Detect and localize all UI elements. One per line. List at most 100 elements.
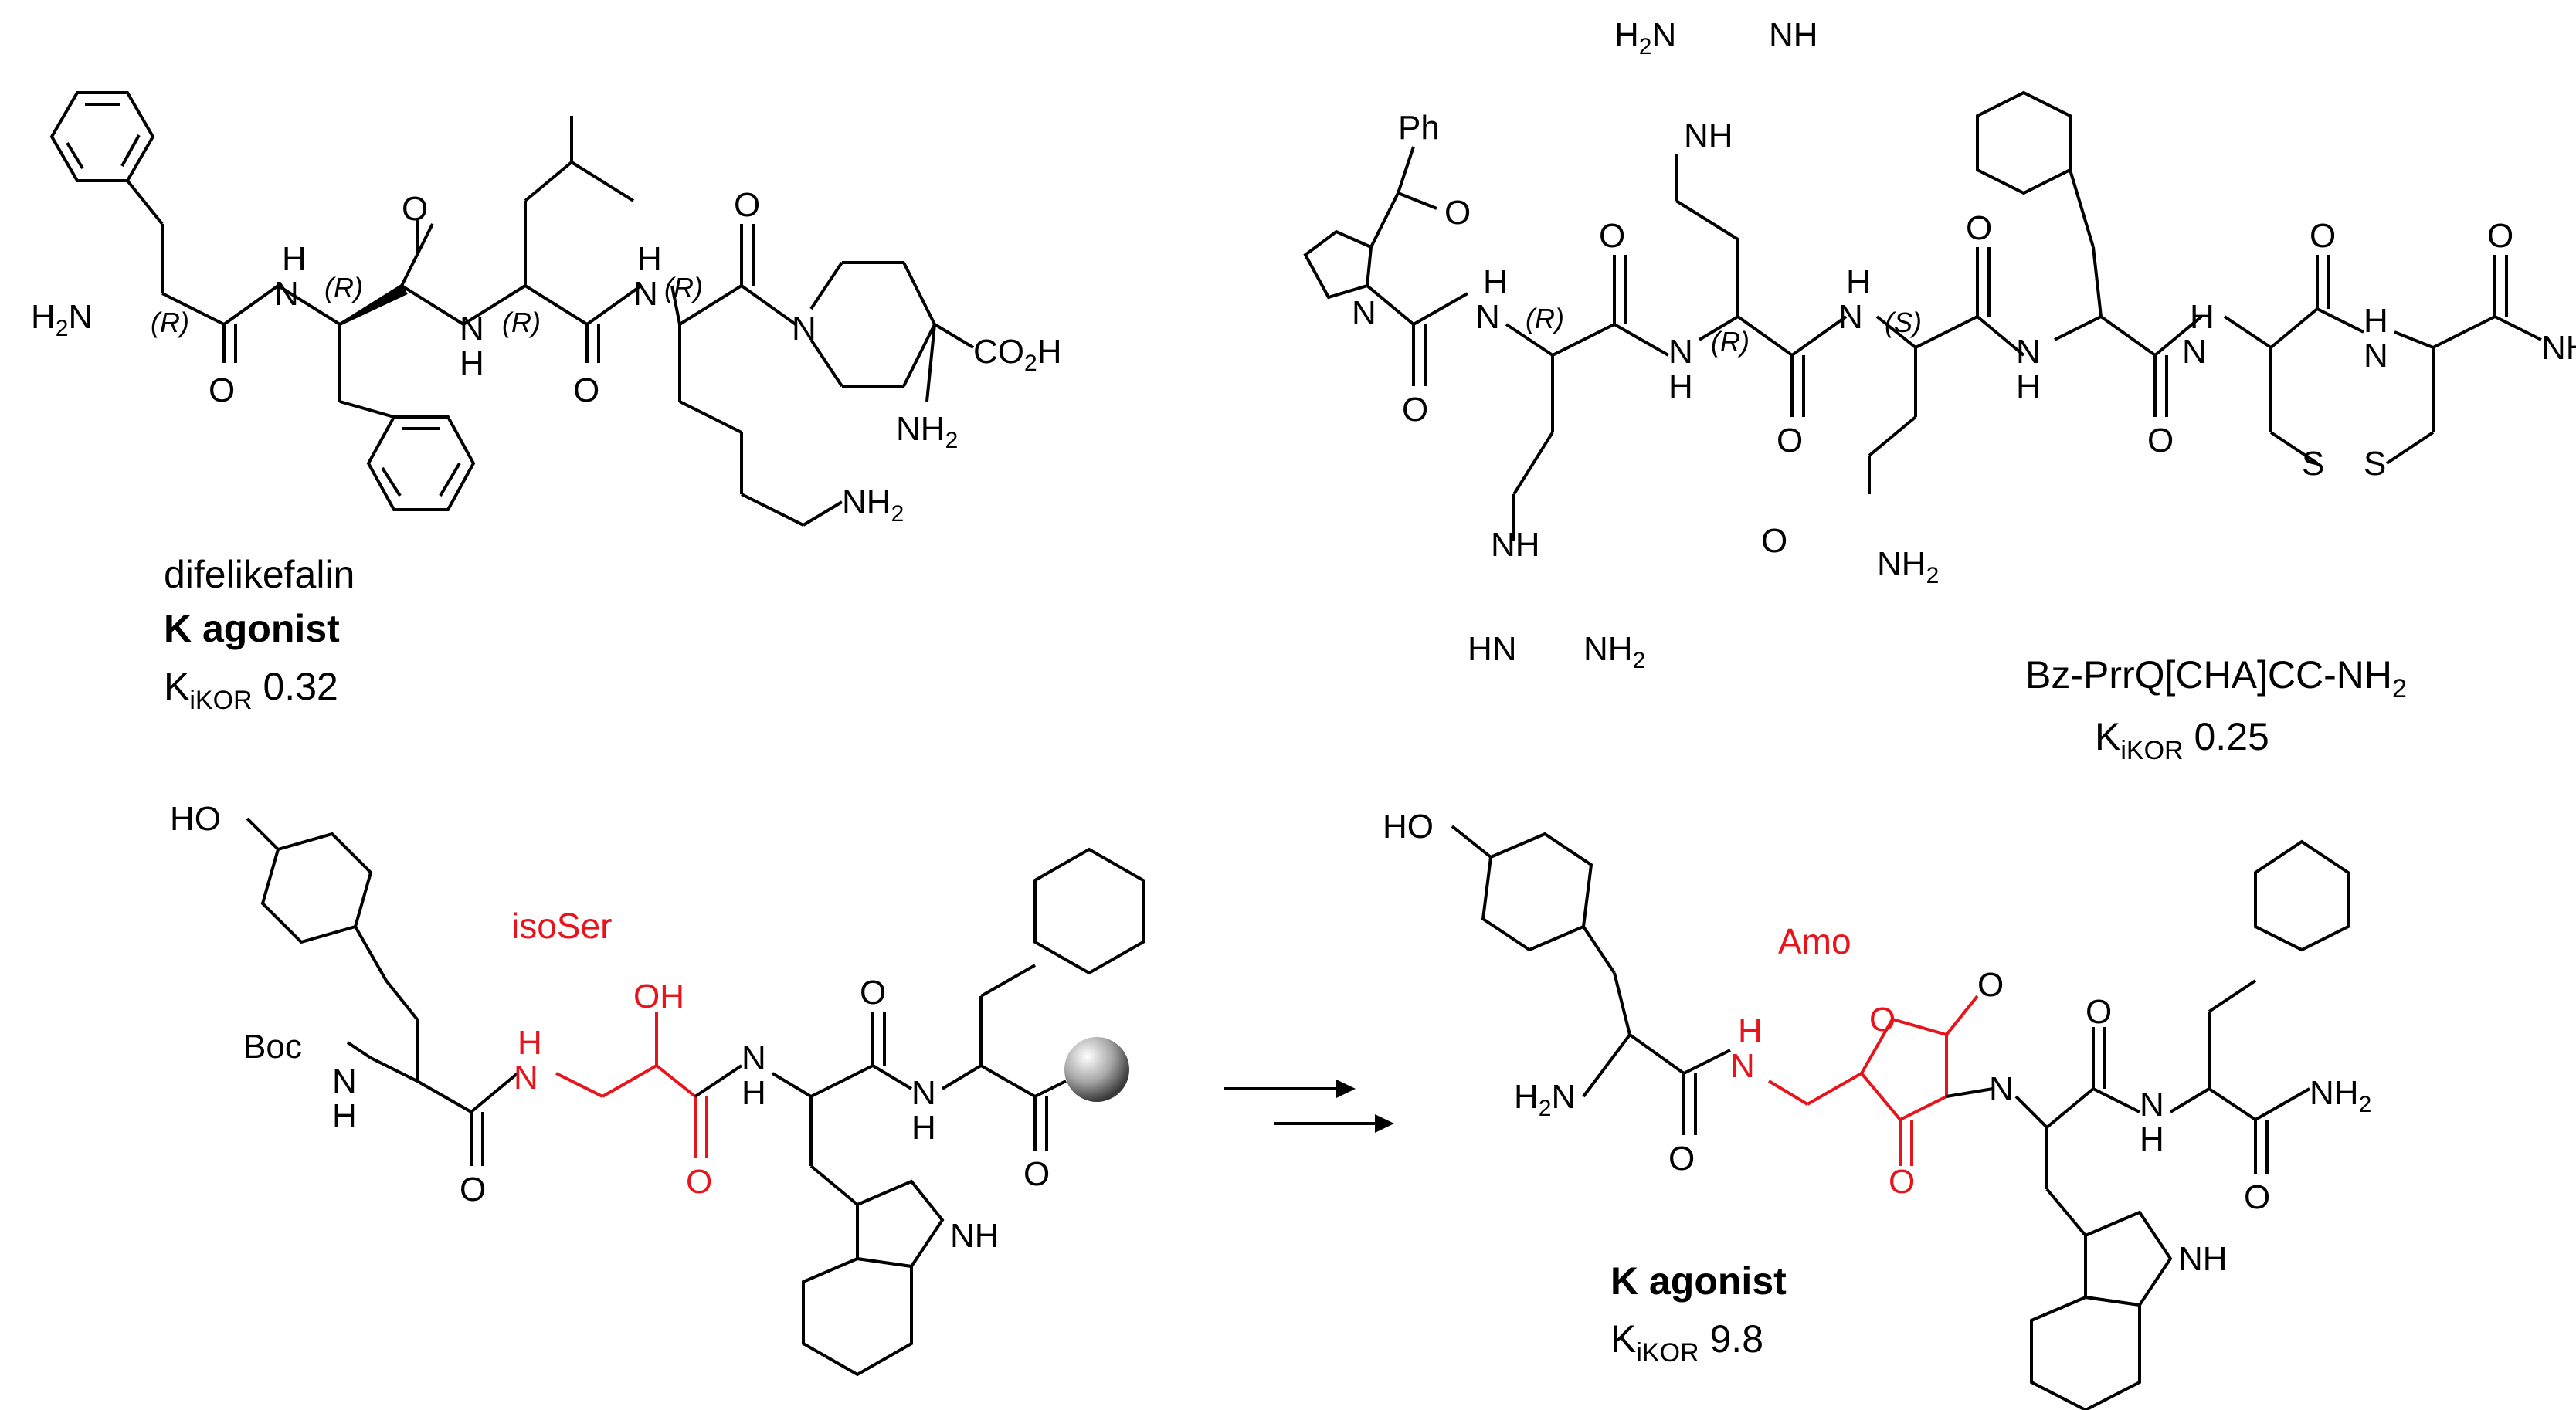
- svg-text:N: N: [2140, 1086, 2164, 1124]
- svg-text:(R): (R): [1711, 326, 1750, 358]
- svg-text:N: N: [274, 275, 299, 313]
- difelikefalin-structure: [49, 91, 975, 527]
- svg-text:O: O: [1668, 1140, 1695, 1178]
- svg-text:NH: NH: [950, 1217, 1000, 1255]
- svg-text:N: N: [332, 1063, 357, 1100]
- svg-text:H: H: [1846, 263, 1871, 301]
- difelikefalin-ki: KiKOR 0.32: [164, 664, 338, 716]
- svg-text:H2N: H2N: [1514, 1078, 1576, 1121]
- difelikefalin-atom-labels: H2N (R) O H N (R) O N H (R) O H N (R) O …: [31, 186, 1061, 527]
- svg-text:S: S: [2302, 445, 2324, 483]
- amo-label: Amo: [1778, 921, 1851, 961]
- svg-text:(R): (R): [664, 272, 703, 303]
- isoser-label: isoSer: [511, 906, 613, 946]
- ki-prefix: K: [1610, 1317, 1637, 1361]
- svg-text:H: H: [282, 240, 307, 278]
- svg-text:O: O: [734, 186, 760, 224]
- svg-text:H: H: [1483, 263, 1508, 301]
- difelikefalin-name: difelikefalin: [164, 553, 355, 596]
- svg-text:O: O: [460, 1171, 486, 1208]
- svg-text:O: O: [2086, 993, 2112, 1031]
- svg-text:H: H: [2364, 302, 2388, 340]
- svg-text:NH2: NH2: [1877, 545, 1939, 588]
- svg-text:O: O: [2487, 217, 2513, 255]
- resin-bead: [1064, 1037, 1129, 1102]
- svg-text:N: N: [911, 1074, 936, 1112]
- svg-text:Boc: Boc: [243, 1028, 302, 1066]
- precursor-atom-labels: HO Boc N H O H N OH O N H O N H O NH: [170, 800, 1050, 1255]
- svg-text:Ph: Ph: [1398, 109, 1440, 147]
- svg-text:H: H: [911, 1109, 936, 1147]
- svg-text:(R): (R): [502, 307, 541, 338]
- svg-text:N: N: [1730, 1047, 1755, 1085]
- bz-peptide-name-text: Bz-PrrQ[CHA]CC-NH: [2025, 653, 2392, 697]
- svg-text:N: N: [1352, 294, 1376, 332]
- svg-text:NH2: NH2: [842, 483, 904, 527]
- svg-text:O: O: [1023, 1155, 1050, 1193]
- ki-prefix: K: [2095, 715, 2121, 758]
- svg-text:H2N: H2N: [31, 298, 93, 341]
- svg-text:NH: NH: [1491, 526, 1540, 564]
- ki-value: 0.25: [2194, 715, 2269, 758]
- svg-text:O: O: [209, 371, 235, 409]
- svg-text:(R): (R): [1526, 303, 1564, 334]
- svg-text:O: O: [2244, 1178, 2270, 1216]
- svg-text:N: N: [1668, 333, 1693, 371]
- svg-text:H: H: [1738, 1012, 1763, 1050]
- svg-text:O: O: [1889, 1163, 1915, 1201]
- svg-text:NH2: NH2: [2310, 1074, 2371, 1117]
- svg-text:N: N: [2016, 333, 2041, 371]
- svg-text:H: H: [2190, 298, 2215, 336]
- svg-text:N: N: [460, 310, 484, 347]
- ki-value: 0.32: [263, 665, 338, 708]
- svg-text:NH: NH: [1769, 16, 1818, 54]
- precursor-structure: [246, 817, 1145, 1377]
- svg-text:N: N: [2364, 337, 2388, 375]
- svg-text:O: O: [1869, 1001, 1896, 1039]
- svg-text:O: O: [1966, 209, 1992, 247]
- svg-text:N: N: [1838, 298, 1863, 336]
- svg-text:N: N: [742, 1039, 766, 1077]
- svg-text:O: O: [1777, 422, 1803, 459]
- ki-subscript: iKOR: [1636, 1338, 1699, 1368]
- svg-text:N: N: [1989, 1070, 2014, 1108]
- svg-text:O: O: [686, 1163, 712, 1201]
- svg-text:N: N: [1475, 298, 1500, 336]
- svg-text:NH: NH: [2178, 1240, 2228, 1278]
- bz-peptide-structure: [1303, 90, 2542, 541]
- svg-text:CO2H: CO2H: [973, 333, 1061, 376]
- svg-text:NH2: NH2: [1583, 630, 1645, 673]
- svg-text:HN: HN: [1468, 630, 1517, 668]
- svg-text:H: H: [2140, 1120, 2164, 1158]
- svg-text:N: N: [633, 275, 658, 313]
- svg-text:NH: NH: [1684, 117, 1733, 154]
- svg-text:(R): (R): [151, 307, 189, 338]
- amo-product-ki: KiKOR 9.8: [1610, 1317, 1763, 1368]
- svg-text:O: O: [402, 190, 428, 228]
- svg-text:H: H: [637, 240, 662, 278]
- svg-text:H: H: [460, 344, 484, 382]
- svg-text:HO: HO: [1383, 808, 1434, 846]
- svg-text:H: H: [1668, 368, 1693, 405]
- svg-text:H: H: [518, 1024, 542, 1062]
- svg-text:H: H: [2016, 368, 2041, 405]
- amo-product-structure: [1451, 825, 2350, 1410]
- ki-value: 9.8: [1709, 1317, 1764, 1361]
- ki-subscript: iKOR: [189, 686, 253, 715]
- svg-text:H2N: H2N: [1614, 16, 1676, 59]
- svg-text:S: S: [2364, 445, 2386, 483]
- svg-text:HO: HO: [170, 800, 221, 838]
- svg-text:O: O: [1444, 194, 1471, 232]
- svg-text:H: H: [742, 1074, 766, 1112]
- svg-text:N: N: [514, 1059, 538, 1096]
- svg-text:N: N: [2182, 333, 2207, 371]
- svg-text:O: O: [1977, 966, 2004, 1004]
- svg-text:O: O: [1599, 217, 1625, 255]
- svg-text:O: O: [860, 974, 886, 1012]
- svg-text:H: H: [332, 1097, 357, 1135]
- svg-text:NH2: NH2: [2541, 329, 2576, 372]
- svg-text:NH2: NH2: [896, 410, 958, 453]
- amo-product-class: K agonist: [1610, 1259, 1787, 1303]
- bz-peptide-name: Bz-PrrQ[CHA]CC-NH2: [2025, 652, 2407, 704]
